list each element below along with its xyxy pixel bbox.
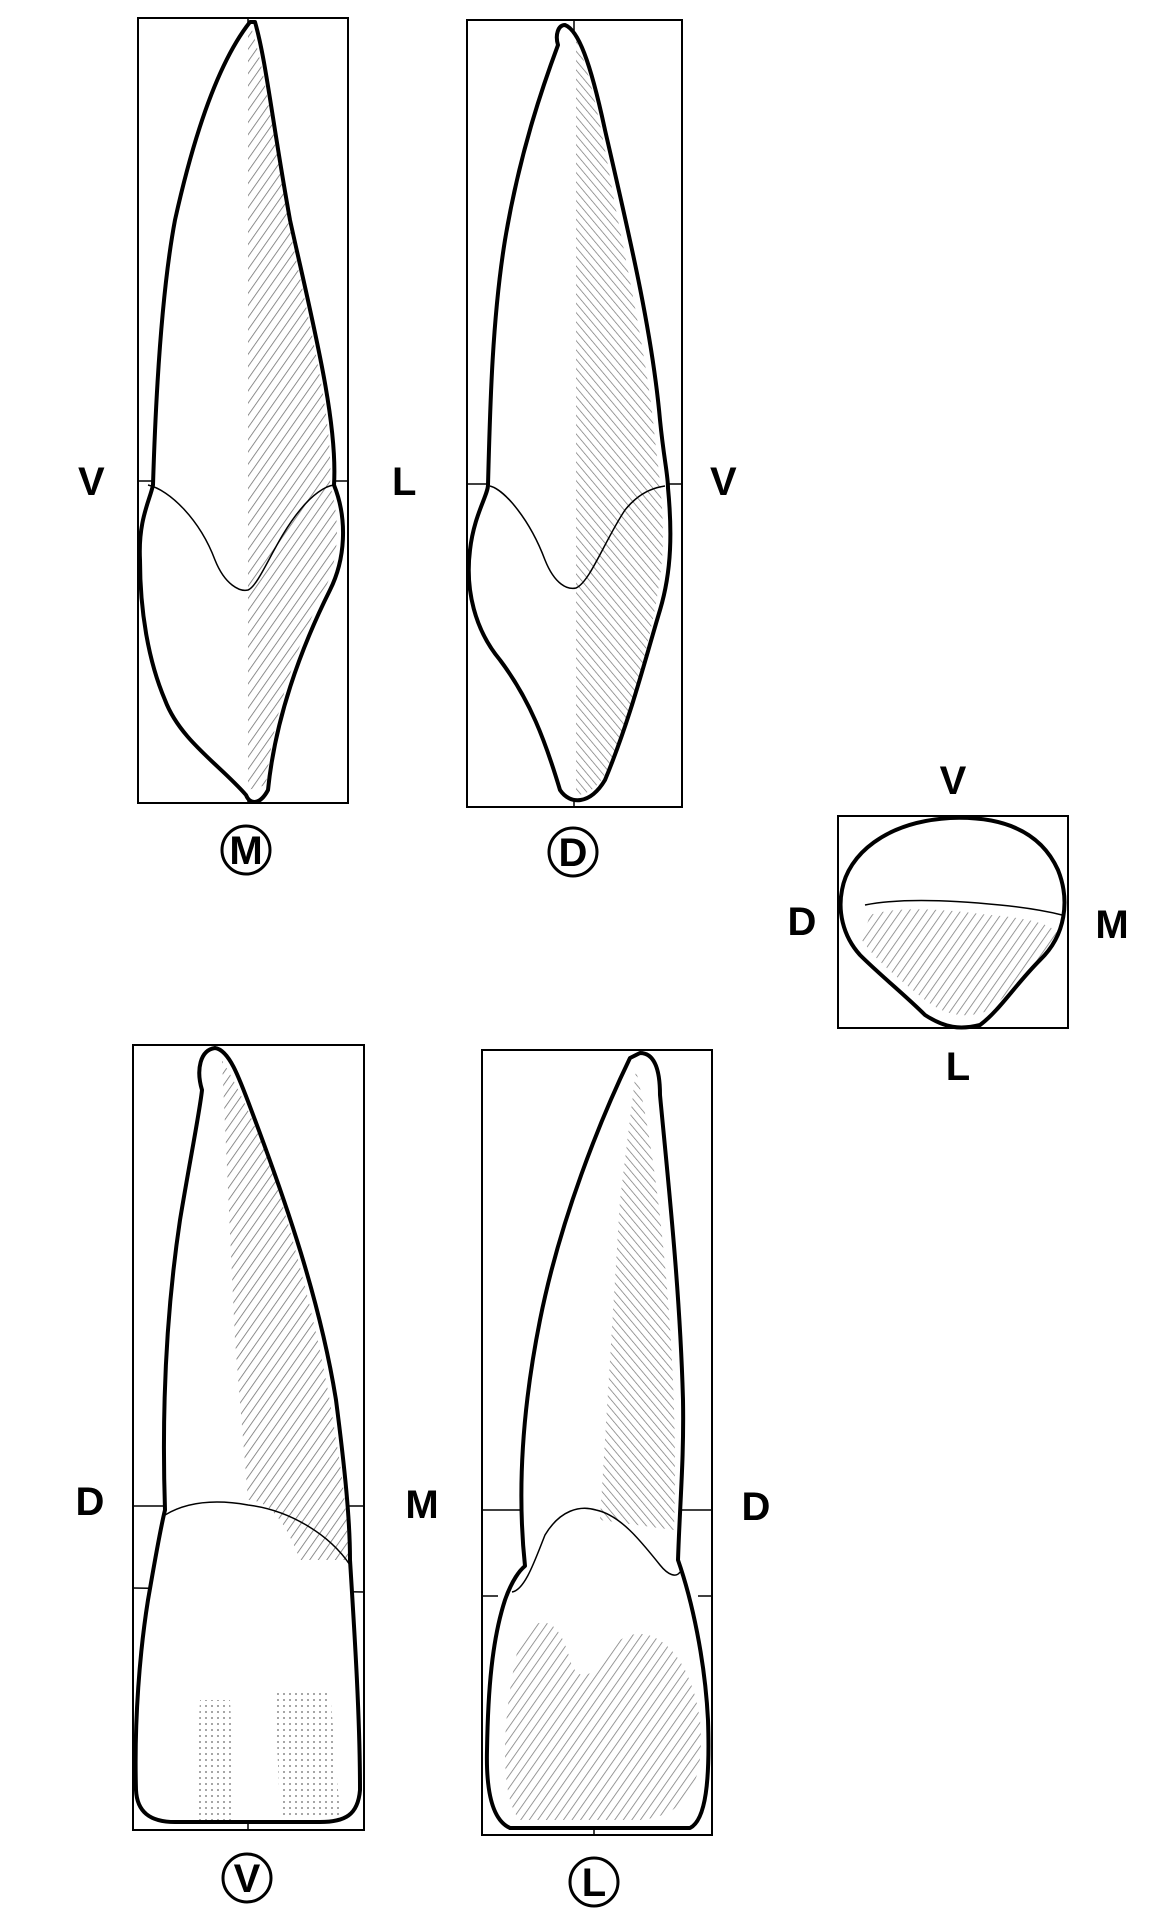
incisal-shading: [862, 909, 1058, 1016]
incisal-bottom-label: L: [946, 1045, 970, 1089]
incisal-right-label: M: [1095, 903, 1128, 947]
lingual-cingulum-curve: [511, 1507, 681, 1593]
lingual-view: [481, 1049, 713, 1836]
incisal-view: [837, 815, 1069, 1030]
mesial-left-label: V: [78, 460, 105, 504]
mesial-right-label: L: [392, 460, 416, 504]
vestibular-right-label: M: [405, 1483, 438, 1527]
lingual-caption-circle: [568, 1856, 620, 1908]
distal-shading: [576, 40, 663, 795]
vestibular-crown-contour: [164, 1501, 351, 1566]
distal-cervical-curve: [489, 485, 666, 590]
mesial-caption-circle: [220, 824, 272, 876]
vestibular-crown-stippling: [195, 1690, 340, 1820]
distal-right-label: V: [710, 460, 737, 504]
vestibular-root-shading: [222, 1060, 348, 1560]
incisal-top-label: V: [940, 759, 967, 803]
vestibular-caption: V: [234, 1857, 261, 1901]
vestibular-left-label: D: [76, 1480, 105, 1524]
lingual-bounding-box: [481, 1049, 713, 1836]
distal-view: [466, 19, 683, 808]
vestibular-view: [132, 1044, 365, 1831]
mesial-shading: [248, 30, 337, 790]
lingual-caption: L: [582, 1861, 606, 1905]
mesial-bounding-box: [137, 17, 349, 804]
vestibular-caption-circle: [221, 1852, 273, 1904]
distal-caption-circle: [547, 826, 599, 878]
distal-caption: D: [559, 831, 588, 875]
mesial-cervical-curve: [147, 484, 335, 592]
incisal-edge-line: [864, 899, 1063, 916]
mesial-caption: M: [229, 829, 262, 873]
incisal-left-label: D: [788, 900, 817, 944]
lingual-right-label: D: [742, 1485, 771, 1529]
mesial-view: [137, 17, 349, 804]
lingual-fossa-shading: [505, 1622, 701, 1820]
lingual-root-shading: [600, 1070, 675, 1530]
